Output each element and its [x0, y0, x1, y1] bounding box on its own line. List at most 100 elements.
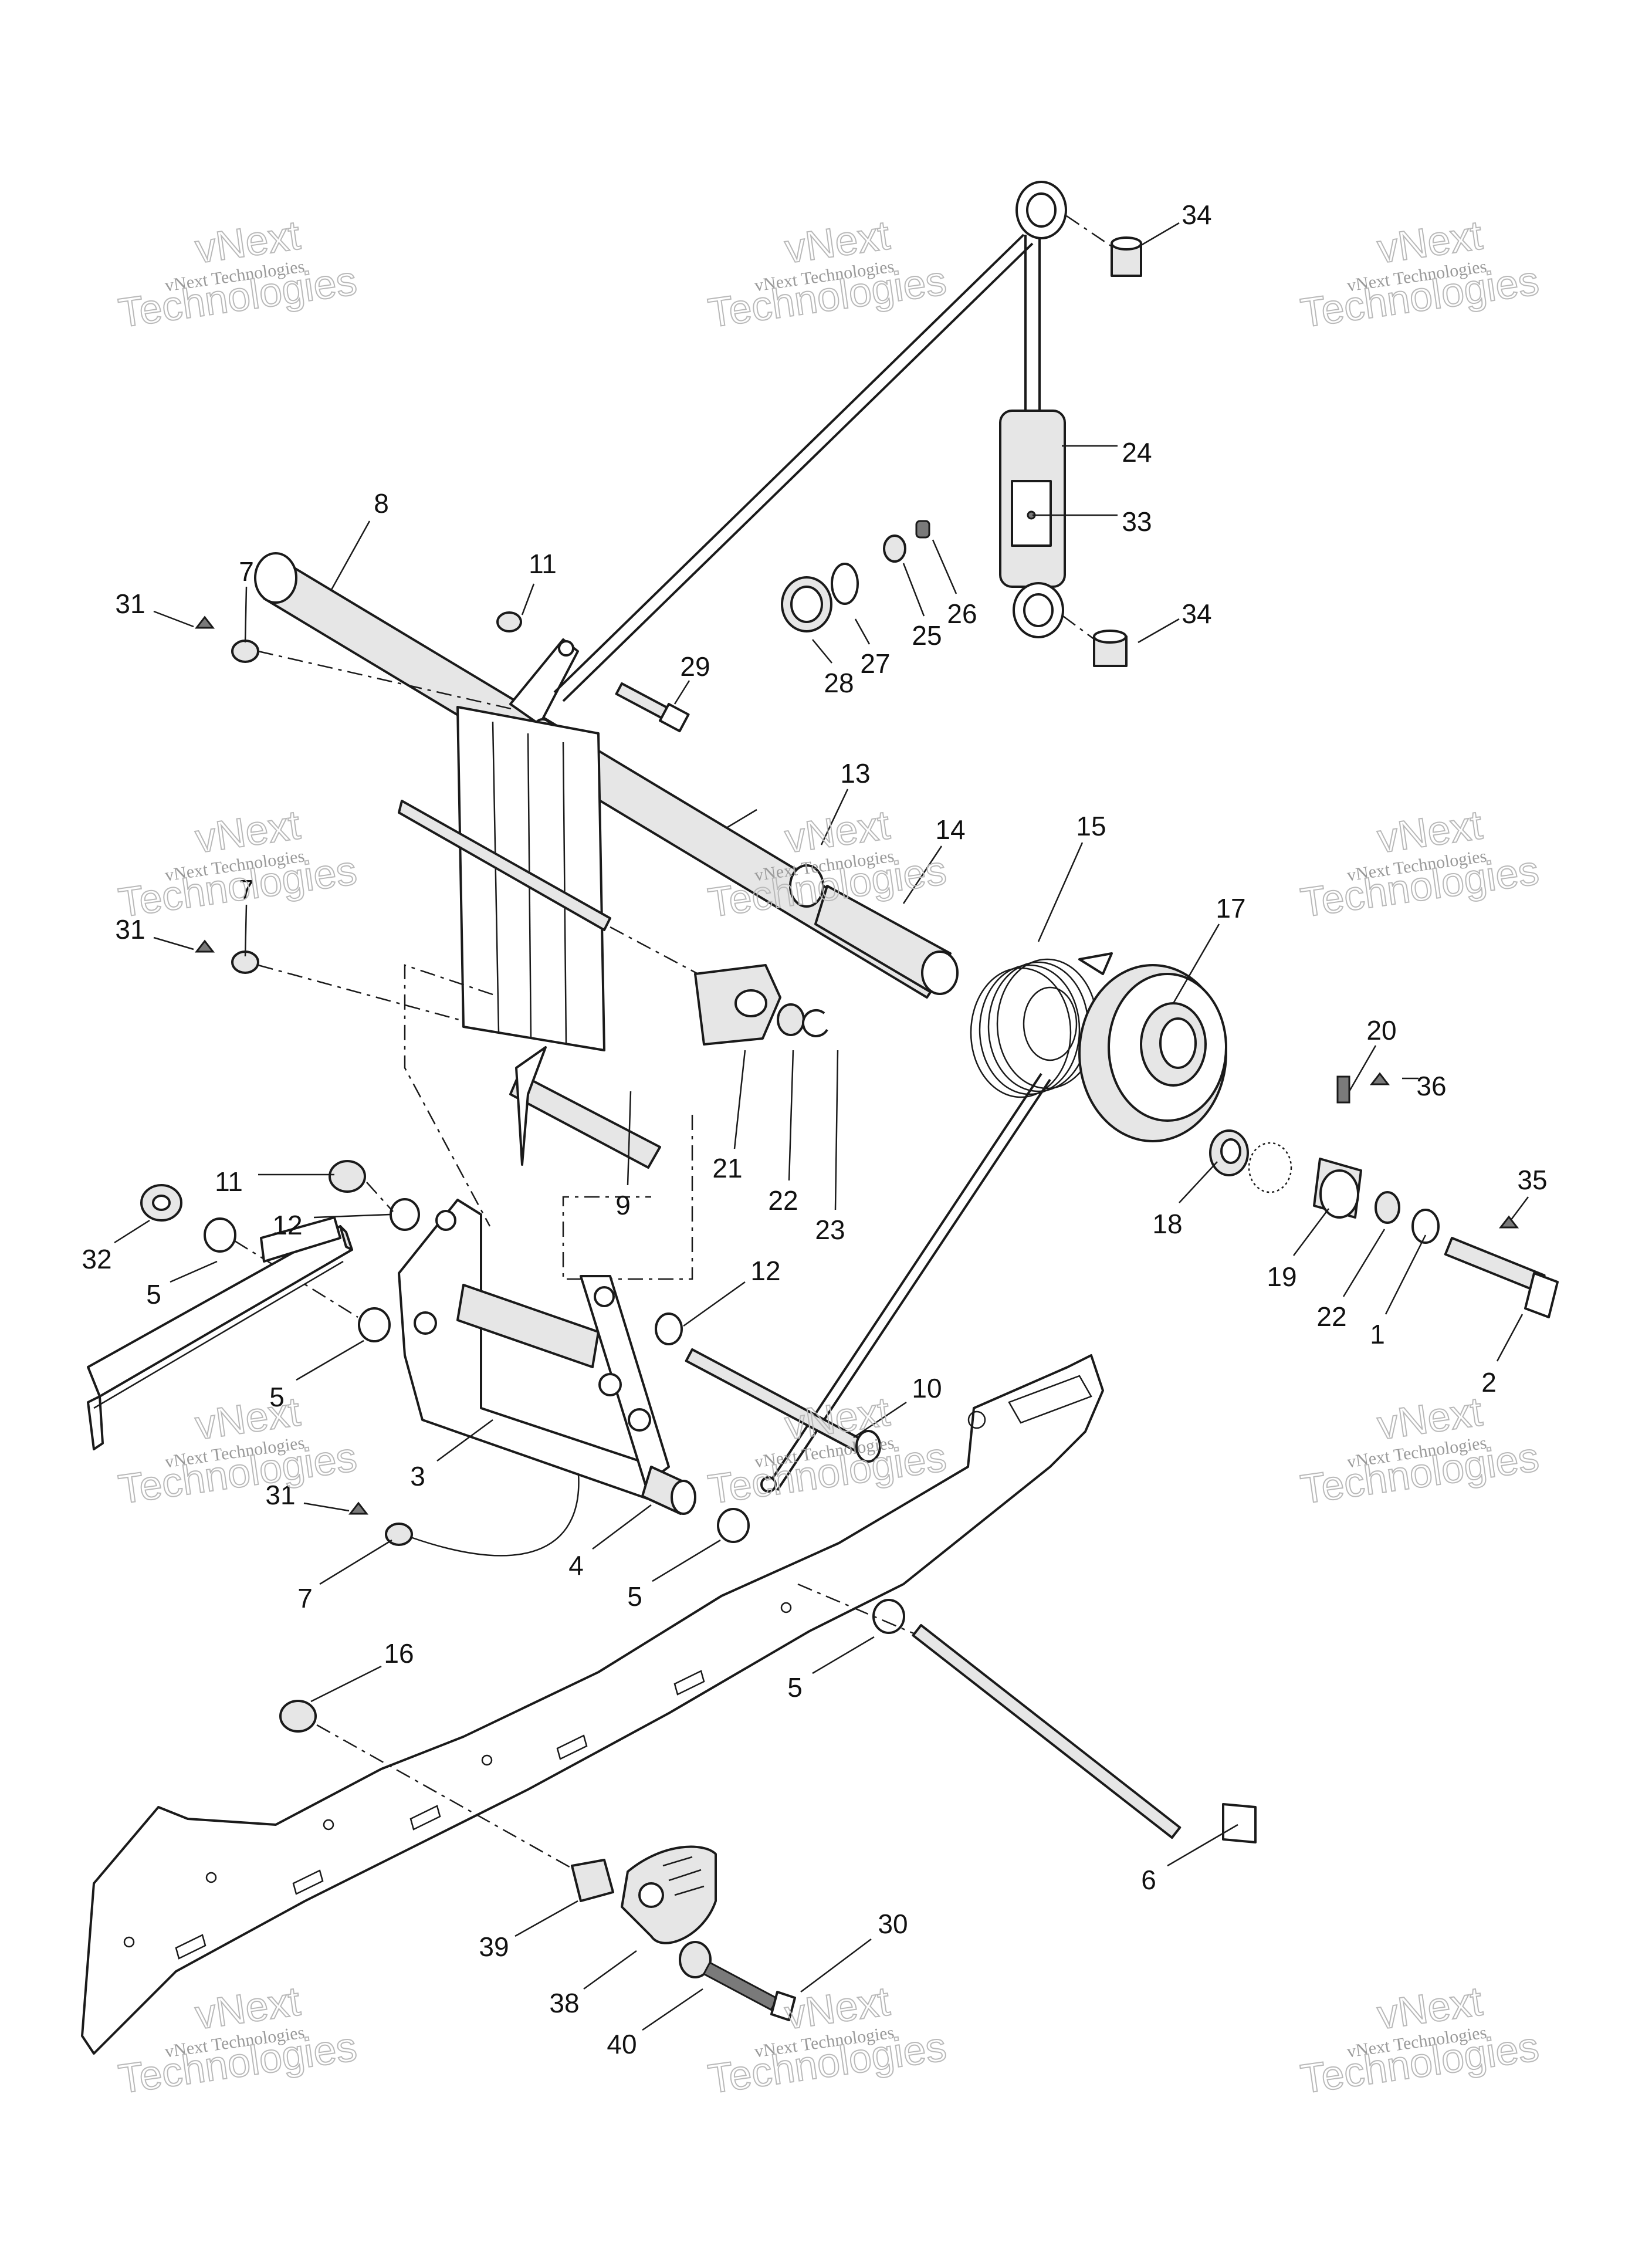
callout-number: 31	[115, 588, 145, 619]
callout-31: 31	[265, 1480, 350, 1512]
callout-number: 31	[265, 1480, 295, 1510]
callout-number: 8	[374, 488, 389, 519]
callout-number: 21	[712, 1153, 742, 1183]
callout-4: 4	[568, 1504, 652, 1581]
callout-number: 5	[787, 1672, 803, 1703]
callout-leader	[114, 1219, 150, 1244]
callout-5: 5	[146, 1260, 218, 1310]
callout-leader	[436, 1419, 493, 1462]
callout-leader	[303, 1502, 350, 1512]
callout-7: 7	[239, 556, 254, 643]
callout-leader	[1140, 222, 1180, 246]
callout-leader	[170, 1260, 218, 1283]
callout-7: 7	[239, 874, 254, 957]
callout-number: 32	[82, 1244, 111, 1274]
callout-number: 14	[935, 814, 965, 845]
callout-number: 13	[840, 758, 870, 789]
callout-31: 31	[115, 914, 194, 950]
callout-number: 10	[912, 1373, 942, 1403]
wheel-hardware-1-2-18-19-20-22-35-36	[1209, 1072, 1559, 1318]
callout-leader	[733, 1050, 746, 1149]
callout-16: 16	[310, 1638, 414, 1703]
callout-leader	[1179, 1161, 1218, 1203]
callout-number: 28	[824, 668, 854, 698]
callout-leader	[514, 1900, 578, 1937]
callout-leader	[652, 1539, 721, 1582]
shaft-10	[685, 1348, 881, 1493]
assembly-guide-lines	[404, 926, 699, 1280]
callout-20: 20	[1348, 1015, 1397, 1092]
callout-leader	[1348, 1045, 1377, 1092]
callout-leader	[1384, 1234, 1427, 1315]
callout-number: 40	[607, 2029, 637, 2059]
callout-leader	[310, 1665, 382, 1703]
callout-leader	[800, 1939, 872, 1992]
callout-leader	[932, 539, 957, 594]
nut-16	[279, 1700, 578, 1873]
callout-number: 24	[1122, 437, 1152, 468]
callout-number: 5	[269, 1382, 285, 1412]
shock-absorber	[999, 181, 1142, 667]
callout-leader	[583, 1950, 637, 1990]
callout-19: 19	[1267, 1208, 1329, 1292]
callout-number: 16	[384, 1638, 414, 1669]
callout-11: 11	[521, 549, 557, 615]
callout-leader	[296, 1339, 364, 1381]
callout-12: 12	[272, 1210, 391, 1240]
callout-number: 25	[912, 620, 942, 651]
callout-number: 38	[549, 1988, 579, 2018]
callout-3: 3	[410, 1419, 493, 1491]
callout-number: 33	[1122, 506, 1152, 537]
callout-leader	[1037, 842, 1084, 942]
callout-leader	[1510, 1196, 1529, 1221]
callout-7: 7	[297, 1539, 392, 1613]
washers-5-nut-32	[140, 1184, 905, 1634]
callout-leader	[902, 563, 925, 617]
callout-number: 7	[297, 1583, 313, 1613]
callout-leader	[788, 1050, 794, 1181]
callout-number: 15	[1076, 811, 1106, 841]
callout-leader	[319, 1539, 392, 1585]
callout-5: 5	[269, 1339, 364, 1412]
callout-2: 2	[1481, 1314, 1524, 1398]
callout-15: 15	[1037, 811, 1106, 942]
callout-36: 36	[1402, 1071, 1447, 1101]
callout-number: 5	[627, 1581, 642, 1612]
callout-38: 38	[549, 1950, 637, 2018]
callout-leader	[244, 586, 248, 643]
callout-number: 22	[768, 1185, 798, 1216]
callout-22: 22	[768, 1050, 798, 1216]
callout-1: 1	[1370, 1234, 1427, 1349]
callout-leader	[812, 639, 832, 664]
callout-21: 21	[712, 1050, 746, 1183]
seal-and-cap-parts	[781, 520, 930, 632]
axle-bracket-3	[398, 1199, 696, 1515]
callout-number: 34	[1182, 199, 1211, 230]
callout-leader	[1167, 1824, 1238, 1867]
nuts-washers-11-12	[329, 1160, 683, 1345]
callout-number: 22	[1316, 1301, 1346, 1332]
callout-leader	[673, 680, 690, 705]
callout-leader	[627, 1091, 632, 1186]
callout-40: 40	[607, 1988, 703, 2059]
right-side-rail	[81, 1354, 1104, 2055]
callout-17: 17	[1172, 893, 1246, 1004]
callout-number: 23	[815, 1215, 845, 1245]
callout-leader	[1138, 618, 1180, 644]
callout-number: 11	[529, 549, 557, 579]
callout-leader	[1342, 1229, 1386, 1297]
callout-leader	[592, 1504, 652, 1550]
callout-leader	[642, 1988, 703, 2031]
callout-14: 14	[902, 814, 966, 904]
callout-number: 12	[750, 1256, 780, 1286]
callout-number: 17	[1216, 893, 1245, 923]
callout-leader	[1496, 1314, 1524, 1362]
callout-number: 7	[239, 874, 254, 905]
